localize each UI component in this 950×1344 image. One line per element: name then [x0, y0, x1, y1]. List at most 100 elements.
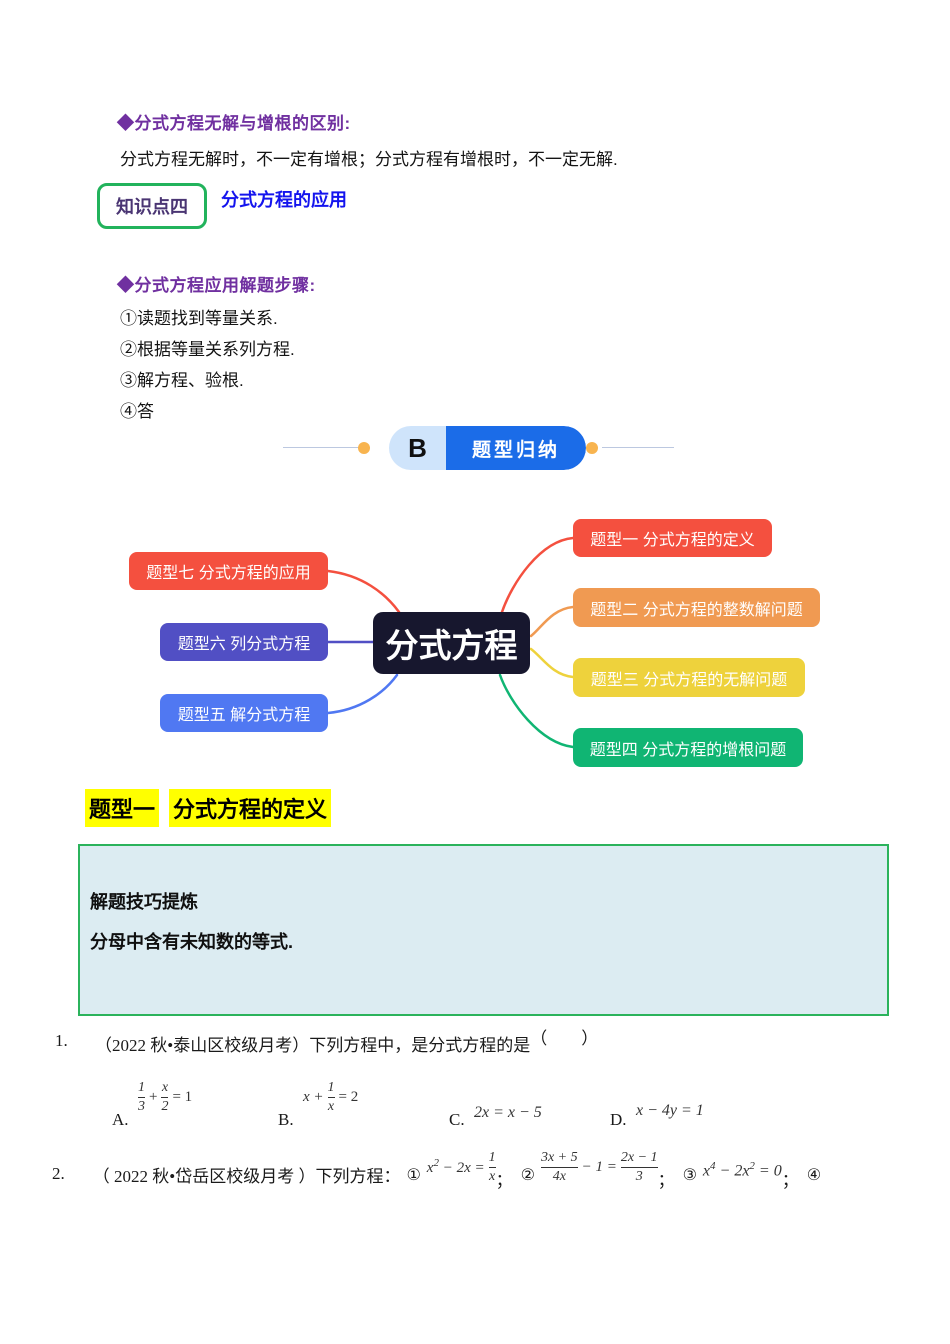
mindmap-link-topic7 — [326, 569, 401, 614]
q2-formula-1: x2 − 2x = 1 x — [427, 1150, 496, 1185]
option-d-label: D. — [610, 1110, 627, 1129]
fraction-denominator: 4x — [552, 1169, 566, 1184]
expression-part: − 2x = — [438, 1160, 485, 1176]
question-1-text: （2022 秋•泰山区校级月考）下列方程中，是分式方程的是（ ） — [95, 1029, 599, 1056]
fraction-denominator: 3 — [635, 1169, 643, 1184]
fraction-bar — [138, 1096, 145, 1098]
separator: ； — [495, 1170, 513, 1190]
knowledge-point-badge-label: 知识点四 — [116, 197, 188, 217]
fraction: 1 3 — [138, 1080, 145, 1115]
exponent: 4 — [710, 1159, 716, 1172]
mindmap-links — [326, 536, 575, 749]
section-b-label: 题型归纳 — [446, 426, 587, 470]
mindmap-node-topic1: 题型一 分式方程的定义 — [573, 519, 772, 557]
expression-part: x2 − 2x = — [427, 1157, 485, 1177]
variable: x — [426, 1160, 434, 1176]
fraction-bar — [540, 1166, 578, 1168]
question-1-number: 1. — [55, 1031, 68, 1050]
question-2-text: （ 2022 秋•岱岳区校级月考 ）下列方程： — [92, 1166, 401, 1186]
fraction-numerator: 1 — [327, 1080, 335, 1095]
fraction-numerator: 1 — [488, 1149, 496, 1165]
mindmap-link-topic3 — [529, 647, 575, 679]
question-1-answer-paren: （ ） — [530, 1029, 599, 1048]
fraction-bar — [327, 1096, 335, 1098]
fraction-bar — [620, 1166, 658, 1168]
tip-body: 分母中含有未知数的等式. — [90, 932, 293, 952]
fraction: 1 x — [488, 1149, 496, 1185]
variable: x — [702, 1162, 711, 1180]
fraction: 3x + 5 4x — [540, 1149, 578, 1185]
exponent: 2 — [433, 1157, 439, 1169]
knowledge-point-title: 分式方程的应用 — [221, 190, 347, 210]
fraction-numerator: x — [161, 1080, 169, 1095]
mindmap: 分式方程 题型七 分式方程的应用 题型六 列分式方程 题型五 解分式方程 题型一… — [90, 505, 860, 790]
tip-box: 解题技巧提炼 分母中含有未知数的等式. — [78, 844, 889, 1016]
expression-part: − 2x — [715, 1162, 750, 1180]
divider-dot-right — [586, 442, 598, 454]
question-2: 2. （ 2022 秋•岱岳区校级月考 ）下列方程： ① x2 − 2x = 1… — [52, 1138, 932, 1196]
option-a-label: A. — [112, 1110, 129, 1129]
fraction: x 2 — [161, 1080, 169, 1115]
mindmap-link-topic2 — [529, 605, 575, 638]
option-d-formula: x − 4y = 1 — [636, 1102, 704, 1119]
steps-list: ①读题找到等量关系. ②根据等量关系列方程. ③解方程、验根. ④答 — [120, 303, 295, 427]
step-item: ③解方程、验根. — [120, 371, 244, 390]
mindmap-node-topic2: 题型二 分式方程的整数解问题 — [573, 588, 820, 627]
separator: ； — [657, 1170, 675, 1190]
fraction-numerator: 1 — [138, 1080, 145, 1095]
fraction-bar — [161, 1096, 169, 1098]
fraction-denominator: 2 — [161, 1099, 169, 1115]
step-item: ②根据等量关系列方程. — [120, 340, 295, 359]
mindmap-center-node: 分式方程 — [373, 612, 530, 674]
mindmap-node-topic5: 题型五 解分式方程 — [160, 694, 328, 732]
equals-part: = 2 — [338, 1088, 359, 1105]
option-a-formula: 1 3 + x 2 = 1 — [138, 1080, 192, 1115]
fraction-numerator: 3x + 5 — [540, 1149, 578, 1165]
question-1-text-main: （2022 秋•泰山区校级月考）下列方程中，是分式方程的是 — [95, 1036, 531, 1055]
option-b-label: B. — [278, 1110, 294, 1129]
topic-one-heading-part2: 分式方程的定义 — [169, 789, 332, 827]
q2-formula-3: x4 − 2x2 = 0 — [703, 1160, 782, 1180]
expression-part: − 1 = — [581, 1158, 617, 1175]
separator: ； — [781, 1170, 799, 1190]
mindmap-link-topic5 — [326, 673, 399, 715]
steps-heading: ◆分式方程应用解题步骤: — [117, 276, 316, 295]
circled-3: ③ — [682, 1164, 697, 1184]
fraction-bar — [488, 1166, 496, 1168]
step-item: ①读题找到等量关系. — [120, 309, 278, 328]
fraction-numerator: 2x − 1 — [620, 1149, 658, 1165]
difference-heading: ◆分式方程无解与增根的区别: — [117, 114, 351, 133]
expression-part: = 0 — [754, 1162, 782, 1180]
fraction-denominator: x — [327, 1099, 335, 1115]
section-b-badge: B 题型归纳 — [389, 426, 587, 470]
equals-part: = 1 — [172, 1088, 193, 1105]
tip-title: 解题技巧提炼 — [90, 892, 198, 912]
question-2-number: 2. — [52, 1164, 65, 1183]
mindmap-link-topic1 — [500, 536, 575, 614]
fraction: 1 x — [327, 1080, 335, 1115]
difference-body: 分式方程无解时，不一定有增根；分式方程有增根时，不一定无解. — [120, 150, 618, 169]
mindmap-node-topic4: 题型四 分式方程的增根问题 — [573, 728, 803, 767]
divider-dot-left — [358, 442, 370, 454]
mindmap-node-topic3: 题型三 分式方程的无解问题 — [573, 658, 805, 697]
topic-one-heading-part1: 题型一 — [85, 789, 160, 827]
mindmap-link-topic4 — [498, 673, 575, 749]
mindmap-node-topic6: 题型六 列分式方程 — [160, 623, 328, 661]
option-c-label: C. — [449, 1110, 465, 1129]
fraction-denominator: x — [489, 1169, 496, 1184]
knowledge-point-badge: 知识点四 — [97, 183, 207, 229]
topic-one-heading: 题型一 分式方程的定义 — [85, 789, 332, 827]
exponent: 2 — [749, 1159, 755, 1172]
step-item: ④答 — [120, 402, 154, 421]
fraction-denominator: 3 — [138, 1099, 145, 1115]
option-b-formula: x + 1 x = 2 — [303, 1080, 358, 1115]
mindmap-node-topic7: 题型七 分式方程的应用 — [129, 552, 328, 590]
q2-formula-2: 3x + 5 4x − 1 = 2x − 1 3 — [540, 1149, 658, 1185]
plus-operator: + — [149, 1088, 158, 1105]
circled-1: ① — [406, 1164, 421, 1184]
circled-4: ④ — [806, 1164, 822, 1184]
fraction: 2x − 1 3 — [620, 1149, 658, 1185]
expression-part: x + — [303, 1088, 324, 1105]
divider-line-left — [283, 447, 359, 448]
